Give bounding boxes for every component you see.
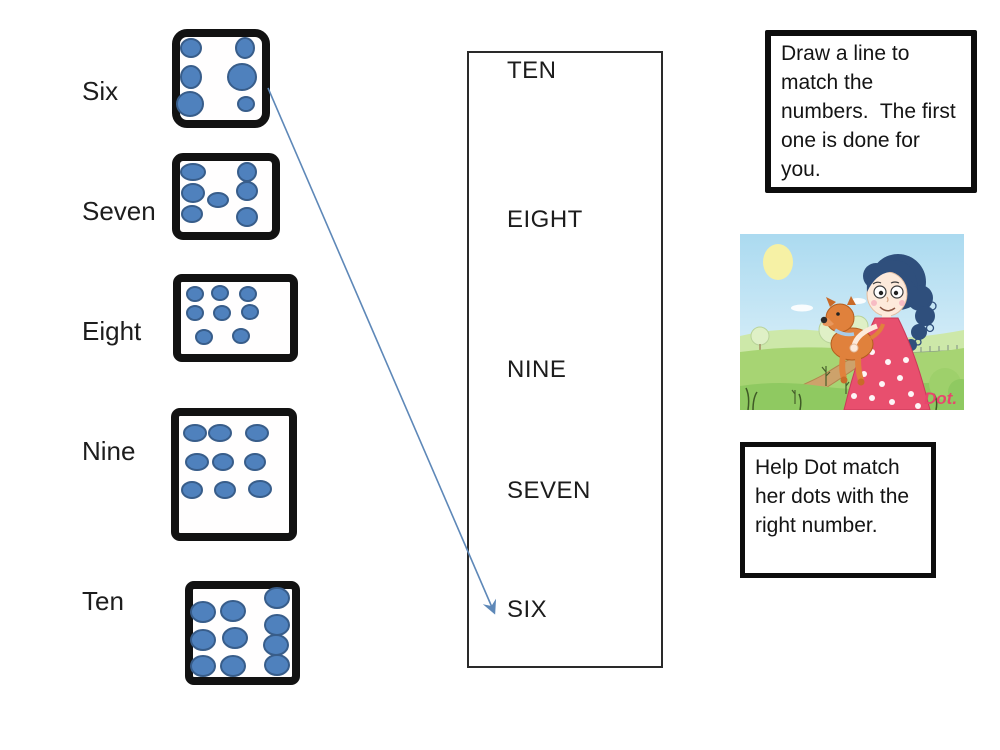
dot — [264, 654, 290, 676]
bank-word-nine[interactable]: NINE — [507, 356, 567, 383]
label-seven: Seven — [82, 196, 156, 226]
nine-dots-graphic — [181, 424, 272, 499]
dot — [263, 634, 289, 656]
dot — [190, 629, 216, 651]
blush — [871, 300, 877, 306]
dot — [181, 481, 203, 499]
dot — [211, 285, 229, 301]
dot — [241, 304, 259, 320]
illustration-graphic: Dot. — [740, 234, 964, 410]
dot — [237, 162, 257, 182]
dots-box-nine[interactable] — [171, 408, 297, 541]
dot-cartoon-illustration: Dot. — [740, 234, 964, 410]
dot — [264, 614, 290, 636]
dot — [214, 481, 236, 499]
blush — [899, 300, 905, 306]
dot — [248, 480, 272, 498]
dot — [236, 207, 258, 227]
cloud — [791, 304, 813, 312]
help-box: Help Dot match her dots with the right n… — [740, 442, 936, 578]
dot — [207, 192, 229, 208]
dot — [180, 65, 202, 89]
dot — [222, 627, 248, 649]
dot — [185, 453, 209, 471]
dots-box-ten[interactable] — [185, 581, 300, 685]
smile — [879, 306, 896, 312]
bank-word-ten[interactable]: TEN — [507, 57, 557, 84]
dot-logo: Dot. — [924, 389, 957, 408]
label-ten: Ten — [82, 586, 124, 616]
dot — [180, 38, 202, 58]
dot — [181, 205, 203, 223]
dot — [186, 305, 204, 321]
nose — [886, 296, 889, 303]
word-bank-box — [467, 51, 663, 668]
hair-fringe — [866, 260, 918, 292]
dot — [235, 37, 255, 59]
sun — [763, 244, 793, 280]
eight-dots-graphic — [186, 285, 259, 345]
dot — [180, 163, 206, 181]
bank-word-seven[interactable]: SEVEN — [507, 477, 591, 504]
label-nine: Nine — [82, 436, 136, 466]
dot — [190, 601, 216, 623]
dot — [186, 286, 204, 302]
dot — [176, 91, 204, 117]
dot — [239, 286, 257, 302]
dot — [264, 587, 290, 609]
girl-hand — [849, 343, 859, 353]
seven-dots-graphic — [180, 162, 258, 227]
bank-word-six[interactable]: SIX — [507, 596, 548, 623]
six-dots-graphic — [176, 37, 257, 117]
instructions-box: Draw a line to match the numbers. The fi… — [765, 30, 977, 193]
answer-line-six — [267, 87, 497, 615]
neck — [882, 313, 891, 320]
polka-dots — [851, 349, 921, 409]
dots-box-eight[interactable] — [173, 274, 298, 362]
label-six: Six — [82, 76, 119, 106]
dot — [220, 655, 246, 677]
dot — [237, 96, 255, 112]
dot — [227, 63, 257, 91]
bush — [948, 379, 964, 405]
label-eight: Eight — [82, 316, 142, 346]
dot — [236, 181, 258, 201]
dot — [213, 305, 231, 321]
dot — [190, 655, 216, 677]
dot — [183, 424, 207, 442]
dots-box-seven[interactable] — [172, 153, 280, 240]
dot — [220, 600, 246, 622]
dot — [245, 424, 269, 442]
dot — [195, 329, 213, 345]
dot — [232, 328, 250, 344]
dot — [244, 453, 266, 471]
bank-word-eight[interactable]: EIGHT — [507, 206, 583, 233]
ten-dots-graphic — [190, 587, 290, 677]
dot — [212, 453, 234, 471]
dots-box-six[interactable] — [172, 29, 270, 128]
dot — [181, 183, 205, 203]
hair-curls — [914, 301, 937, 346]
dot — [208, 424, 232, 442]
girl-eyes — [872, 281, 904, 299]
